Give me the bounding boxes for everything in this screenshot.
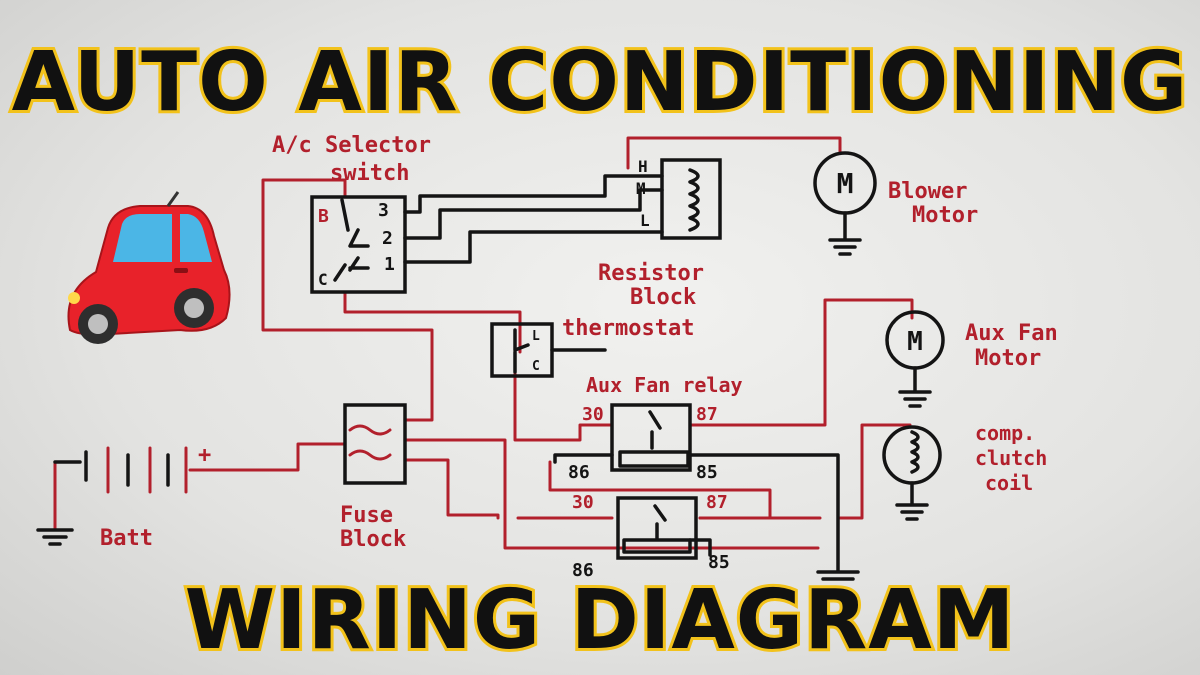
label-aux-fan-motor-1: Aux Fan (965, 321, 1058, 346)
label-selector-switch-2: switch (330, 161, 409, 186)
fuse-block-symbol (343, 403, 407, 485)
label-aux-fan-relay: Aux Fan relay (586, 373, 743, 397)
label-blower-motor-1: Blower (888, 179, 967, 204)
resistor-block (660, 158, 722, 240)
ac-selector-switch (310, 195, 407, 294)
label-fuse-block-2: Block (340, 527, 406, 552)
pin-sw-B: B (318, 206, 329, 227)
aux-fan-motor-M: M (907, 327, 923, 357)
title-top: AUTO AIR CONDITIONING (12, 35, 1189, 130)
ground-symbol-relay (816, 570, 860, 581)
label-compressor-clutch-3: coil (985, 471, 1033, 495)
pin-sw-2: 2 (382, 228, 393, 249)
pin-res-L: L (640, 211, 650, 230)
pin-sw-C: C (318, 270, 328, 289)
label-blower-motor-2: Motor (912, 203, 978, 228)
label-battery: Batt (100, 526, 153, 551)
pin-r1-86: 86 (568, 462, 590, 483)
pin-sw-1: 1 (384, 254, 395, 275)
compressor-relay-symbol (616, 496, 698, 560)
pin-sw-3: 3 (378, 200, 389, 221)
label-thermostat: thermostat (562, 316, 694, 341)
car-icon (67, 191, 231, 344)
aux-fan-relay-symbol (610, 403, 692, 472)
pin-res-H: H (638, 157, 648, 176)
pin-r2-87: 87 (706, 492, 728, 513)
pin-r2-30: 30 (572, 492, 594, 513)
title-bottom: WIRING DIAGRAM (185, 573, 1016, 668)
compressor-clutch-coil-symbol (882, 425, 942, 521)
blower-motor-symbol (813, 151, 877, 256)
pin-r1-87: 87 (696, 404, 718, 425)
label-compressor-clutch-2: clutch (975, 446, 1047, 470)
red-wiring (53, 136, 914, 550)
label-resistor-block-2: Block (630, 285, 696, 310)
label-aux-fan-motor-2: Motor (975, 346, 1041, 371)
battery-plus: + (198, 443, 211, 468)
pin-th-L: L (532, 329, 540, 344)
aux-fan-motor-symbol (885, 310, 945, 408)
pin-th-C: C (532, 359, 540, 374)
thermostat-symbol (490, 322, 607, 378)
black-wiring (403, 174, 840, 572)
battery-symbol (36, 446, 188, 546)
pin-r1-30: 30 (582, 404, 604, 425)
pin-r1-85: 85 (696, 462, 718, 483)
pin-res-M: M (636, 179, 646, 198)
pin-r2-86: 86 (572, 560, 594, 581)
blower-motor-M: M (837, 167, 854, 200)
label-selector-switch-1: A/c Selector (272, 133, 431, 158)
label-fuse-block-1: Fuse (340, 503, 393, 528)
label-compressor-clutch-1: comp. (975, 421, 1035, 445)
pin-r2-85: 85 (708, 552, 730, 573)
label-resistor-block-1: Resistor (598, 261, 704, 286)
